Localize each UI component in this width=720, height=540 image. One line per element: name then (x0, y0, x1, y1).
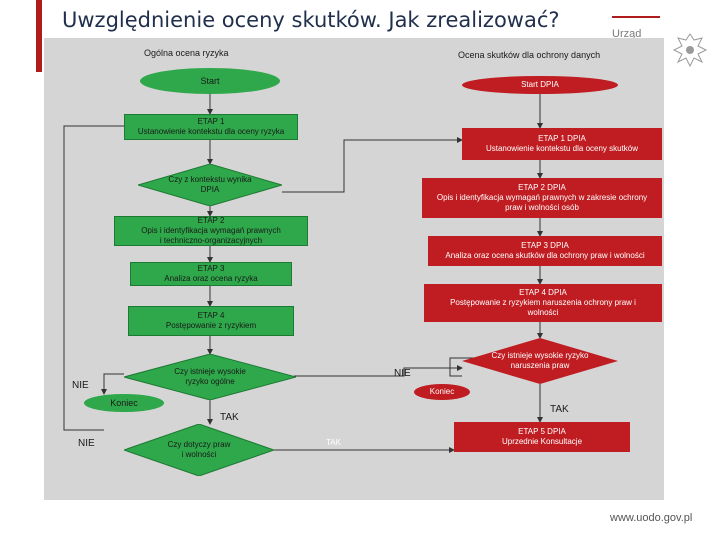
left-stage-1-label: ETAP 1 Ustanowienie kontekstu dla oceny … (137, 117, 285, 136)
left-stage-4-label: ETAP 4 Postępowanie z ryzykiem (165, 311, 257, 330)
yes-label-right: TAK (550, 404, 569, 415)
right-risk-decision: Czy istnieje wysokie ryzyko naruszenia p… (462, 338, 618, 384)
flowchart-panel: Ogólna ocena ryzyka Ocena skutków dla oc… (44, 38, 664, 500)
start-left-label: Start (200, 76, 220, 86)
context-decision: Czy z kontekstu wynika DPIA (138, 164, 282, 206)
right-risk-decision-label: Czy istnieje wysokie ryzyko naruszenia p… (491, 351, 589, 370)
right-stage-5-box: ETAP 5 DPIA Uprzednie Konsultacje (454, 422, 630, 452)
right-stage-3-label: ETAP 3 DPIA Analiza oraz ocena skutków d… (445, 241, 645, 260)
flowchart-connectors (63, 94, 543, 453)
end-node-left: Koniec (84, 394, 164, 412)
right-column-header: Ocena skutków dla ochrony danych (458, 50, 601, 60)
left-column-header: Ogólna ocena ryzyka (144, 48, 229, 58)
left-stage-1-box: ETAP 1 Ustanowienie kontekstu dla oceny … (124, 114, 298, 140)
left-stage-4-box: ETAP 4 Postępowanie z ryzykiem (128, 306, 294, 336)
right-stage-1-label: ETAP 1 DPIA Ustanowienie kontekstu dla o… (485, 134, 639, 153)
no-label-2: NIE (78, 438, 95, 449)
right-stage-2-box: ETAP 2 DPIA Opis i identyfikacja wymagań… (422, 178, 662, 218)
right-stage-4-box: ETAP 4 DPIA Postępowanie z ryzykiem naru… (424, 284, 662, 322)
right-stage-5-label: ETAP 5 DPIA Uprzednie Konsultacje (501, 427, 583, 446)
no-label-1: NIE (72, 380, 89, 391)
end-right-label: Koniec (429, 387, 455, 396)
website-link[interactable]: www.uodo.gov.pl (610, 512, 693, 524)
logo-text: Urząd (612, 28, 642, 40)
logo-line (612, 16, 660, 18)
left-stage-2-label: ETAP 2 Opis i identyfikacja wymagań praw… (141, 216, 281, 245)
accent-bar (36, 0, 42, 72)
rights-decision: Czy dotyczy praw i wolności (124, 424, 274, 476)
right-stage-1-box: ETAP 1 DPIA Ustanowienie kontekstu dla o… (462, 128, 662, 160)
end-left-label: Koniec (110, 398, 138, 408)
high-risk-decision-label: Czy istnieje wysokie ryzyko ogólne (174, 367, 246, 386)
left-stage-3-box: ETAP 3 Analiza oraz ocena ryzyka (130, 262, 292, 286)
left-stage-3-label: ETAP 3 Analiza oraz ocena ryzyka (164, 264, 258, 283)
slide-title: Uwzględnienie oceny skutków. Jak zrealiz… (62, 8, 560, 32)
start-node-right: Start DPIA (462, 76, 618, 94)
no-label-right: NIE (394, 368, 411, 379)
yes-label-1: TAK (220, 412, 239, 423)
start-right-label: Start DPIA (521, 80, 559, 89)
eagle-crest-icon (672, 33, 708, 68)
rights-decision-label: Czy dotyczy praw i wolności (167, 440, 231, 459)
right-stage-2-label: ETAP 2 DPIA Opis i identyfikacja wymagań… (436, 183, 648, 212)
high-risk-decision: Czy istnieje wysokie ryzyko ogólne (124, 354, 296, 400)
end-node-right: Koniec (414, 384, 470, 400)
right-stage-4-label: ETAP 4 DPIA Postępowanie z ryzykiem naru… (450, 288, 636, 317)
left-stage-2-box: ETAP 2 Opis i identyfikacja wymagań praw… (114, 216, 308, 246)
right-stage-3-box: ETAP 3 DPIA Analiza oraz ocena skutków d… (428, 236, 662, 266)
start-node-left: Start (140, 68, 280, 94)
context-decision-label: Czy z kontekstu wynika DPIA (168, 175, 252, 194)
yes-label-2: TAK (326, 438, 341, 447)
